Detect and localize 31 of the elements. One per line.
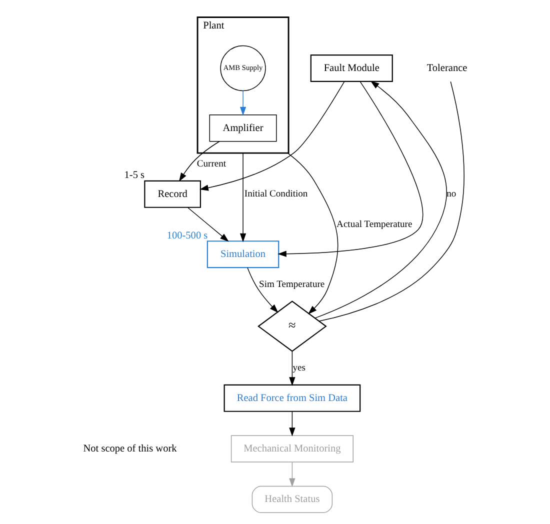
node-box: Health Status — [251, 486, 332, 514]
node-diamond: ≈ — [257, 300, 326, 352]
node-label: 100-500 s — [166, 230, 208, 242]
node-box: Amplifier — [208, 114, 276, 142]
edge-label: Initial Condition — [244, 188, 308, 200]
label: Not scope of this work — [82, 444, 176, 455]
arrow — [246, 267, 278, 313]
node-circle: AMB Supply — [220, 45, 266, 92]
arrow — [314, 80, 446, 318]
node-box: Simulation — [206, 240, 279, 268]
arrow — [288, 462, 295, 488]
arrow — [288, 411, 295, 436]
node-box: Mechanical Monitoring — [230, 435, 353, 462]
connector — [318, 81, 464, 322]
node-box: Fault Module — [310, 54, 392, 82]
arrow — [239, 90, 246, 116]
arrow — [288, 350, 295, 386]
arrow — [199, 81, 344, 191]
arrow — [239, 152, 246, 242]
edge-label: Current — [196, 158, 226, 170]
edge-label: Actual Temperature — [336, 218, 412, 230]
arrow — [277, 81, 423, 257]
edge-label: yes — [292, 362, 306, 374]
edge-label: Sim Temperature — [258, 278, 324, 290]
arrow — [178, 141, 220, 182]
arrow — [286, 152, 338, 314]
node-text: Tolerance — [426, 62, 467, 74]
arrow — [187, 207, 228, 242]
node-box: Read Force from Sim Data — [223, 384, 360, 412]
node-box: Record — [144, 180, 201, 208]
node-label: 1-5 s — [124, 170, 144, 182]
